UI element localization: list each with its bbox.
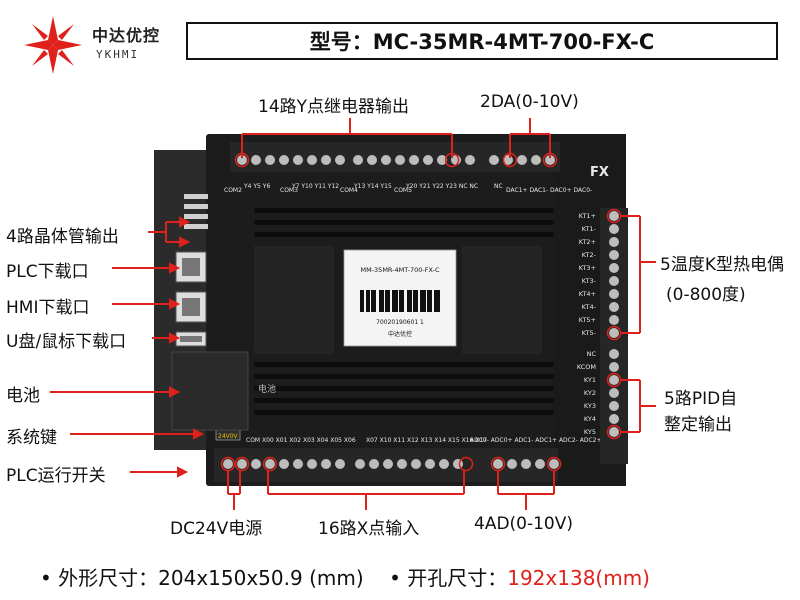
callout-usb: U盘/鼠标下载口 xyxy=(6,332,127,352)
svg-text:KT3-: KT3- xyxy=(582,277,597,285)
callout-dc24v: DC24V电源 xyxy=(170,519,263,539)
outer-size-label: 外形尺寸： xyxy=(58,566,159,590)
callout-battery: 电池 xyxy=(6,386,40,406)
svg-text:KT3+: KT3+ xyxy=(579,264,596,272)
svg-text:KT4-: KT4- xyxy=(582,303,597,311)
svg-text:Y7 Y10 Y11 Y12: Y7 Y10 Y11 Y12 xyxy=(291,183,339,190)
callout-x-input: 16路X点输入 xyxy=(318,519,420,539)
svg-text:DAC1+ DAC1- DAC0+ DAC0-: DAC1+ DAC1- DAC0+ DAC0- xyxy=(506,187,592,194)
callout-transistor: 4路晶体管输出 xyxy=(6,227,119,247)
callout-system-key: 系统键 xyxy=(6,428,57,448)
cutout-size-label: 开孔尺寸： xyxy=(407,566,508,590)
svg-text:X07 X10 X11 X12 X13 X14 X15 X1: X07 X10 X11 X12 X13 X14 X15 X16 X17 xyxy=(366,437,487,444)
outer-size-value: 204x150x50.9 (mm) xyxy=(158,566,364,590)
callout-plc-download: PLC下载口 xyxy=(6,262,89,282)
svg-text:KT2-: KT2- xyxy=(582,251,597,259)
callout-pid: 5路PID自 xyxy=(664,389,738,409)
svg-text:KY4: KY4 xyxy=(584,415,596,423)
svg-text:COM3: COM3 xyxy=(280,187,298,194)
svg-text:KT5+: KT5+ xyxy=(579,316,596,324)
svg-text:KY3: KY3 xyxy=(584,402,596,410)
brand-name-cn: 中达优控 xyxy=(92,26,161,45)
callout-thermocouple: 5温度K型热电偶 xyxy=(660,255,784,275)
bullet-icon: • xyxy=(40,566,52,590)
svg-text:KY2: KY2 xyxy=(584,389,596,397)
svg-text:COM2: COM2 xyxy=(224,187,242,194)
bullet-icon: • xyxy=(389,566,401,590)
callout-hmi-download: HMI下载口 xyxy=(6,298,90,318)
sticker-brand: 中达优控 xyxy=(388,330,412,338)
svg-text:COM5: COM5 xyxy=(394,187,412,194)
svg-text:KT1+: KT1+ xyxy=(579,212,596,220)
battery-text: 电池 xyxy=(258,383,276,395)
svg-text:NC: NC xyxy=(494,183,503,190)
callout-ad: 4AD(0-10V) xyxy=(474,514,574,534)
battery-cover xyxy=(171,351,249,431)
callout-thermocouple-range: (0-800度) xyxy=(666,285,746,305)
svg-text:KCOM: KCOM xyxy=(577,363,596,371)
svg-text:Y20 Y21 Y22 Y23 NC NC: Y20 Y21 Y22 Y23 NC NC xyxy=(405,183,478,190)
svg-text:KT1-: KT1- xyxy=(582,225,597,233)
svg-text:KT4+: KT4+ xyxy=(579,290,596,298)
bottom-terminal-screws xyxy=(223,459,559,469)
sticker-serial: 70020190601 1 xyxy=(376,319,424,326)
svg-text:KT5-: KT5- xyxy=(582,329,597,337)
svg-text:COM4: COM4 xyxy=(340,187,358,194)
svg-text:KY1: KY1 xyxy=(584,376,596,384)
voltage-tag: 24V0V xyxy=(218,433,239,440)
svg-text:NC: NC xyxy=(587,350,597,358)
svg-text:COM X00 X01 X02 X03 X04 X05 X0: COM X00 X01 X02 X03 X04 X05 X06 xyxy=(246,437,356,444)
callout-run-switch: PLC运行开关 xyxy=(6,466,106,486)
model-title: 型号：MC-35MR-4MT-700-FX-C xyxy=(186,22,778,60)
sticker-model: MM-35MR-4MT-700-FX-C xyxy=(360,266,439,274)
cutout-size-value: 192x138(mm) xyxy=(507,566,650,590)
svg-text:KY5: KY5 xyxy=(584,428,596,436)
specs-line: • 外形尺寸：204x150x50.9 (mm) • 开孔尺寸：192x138(… xyxy=(40,562,650,591)
callout-pid-output: 整定输出 xyxy=(664,415,732,435)
callout-da: 2DA(0-10V) xyxy=(480,92,579,112)
svg-text:ADC0- ADC0+ ADC1- ADC1+ ADC2-: ADC0- ADC0+ ADC1- ADC1+ ADC2- ADC2+ ADC3… xyxy=(470,437,625,444)
fx-tag: FX xyxy=(590,165,609,180)
brand-logo-icon xyxy=(24,16,82,74)
svg-text:Y13 Y14 Y15: Y13 Y14 Y15 xyxy=(353,183,392,190)
brand-name-en: YKHMI xyxy=(96,48,140,61)
svg-text:KT2+: KT2+ xyxy=(579,238,596,246)
callout-y-relay: 14路Y点继电器输出 xyxy=(258,97,410,117)
top-terminal-screws xyxy=(237,155,555,165)
svg-text:Y4 Y5 Y6: Y4 Y5 Y6 xyxy=(243,183,270,190)
